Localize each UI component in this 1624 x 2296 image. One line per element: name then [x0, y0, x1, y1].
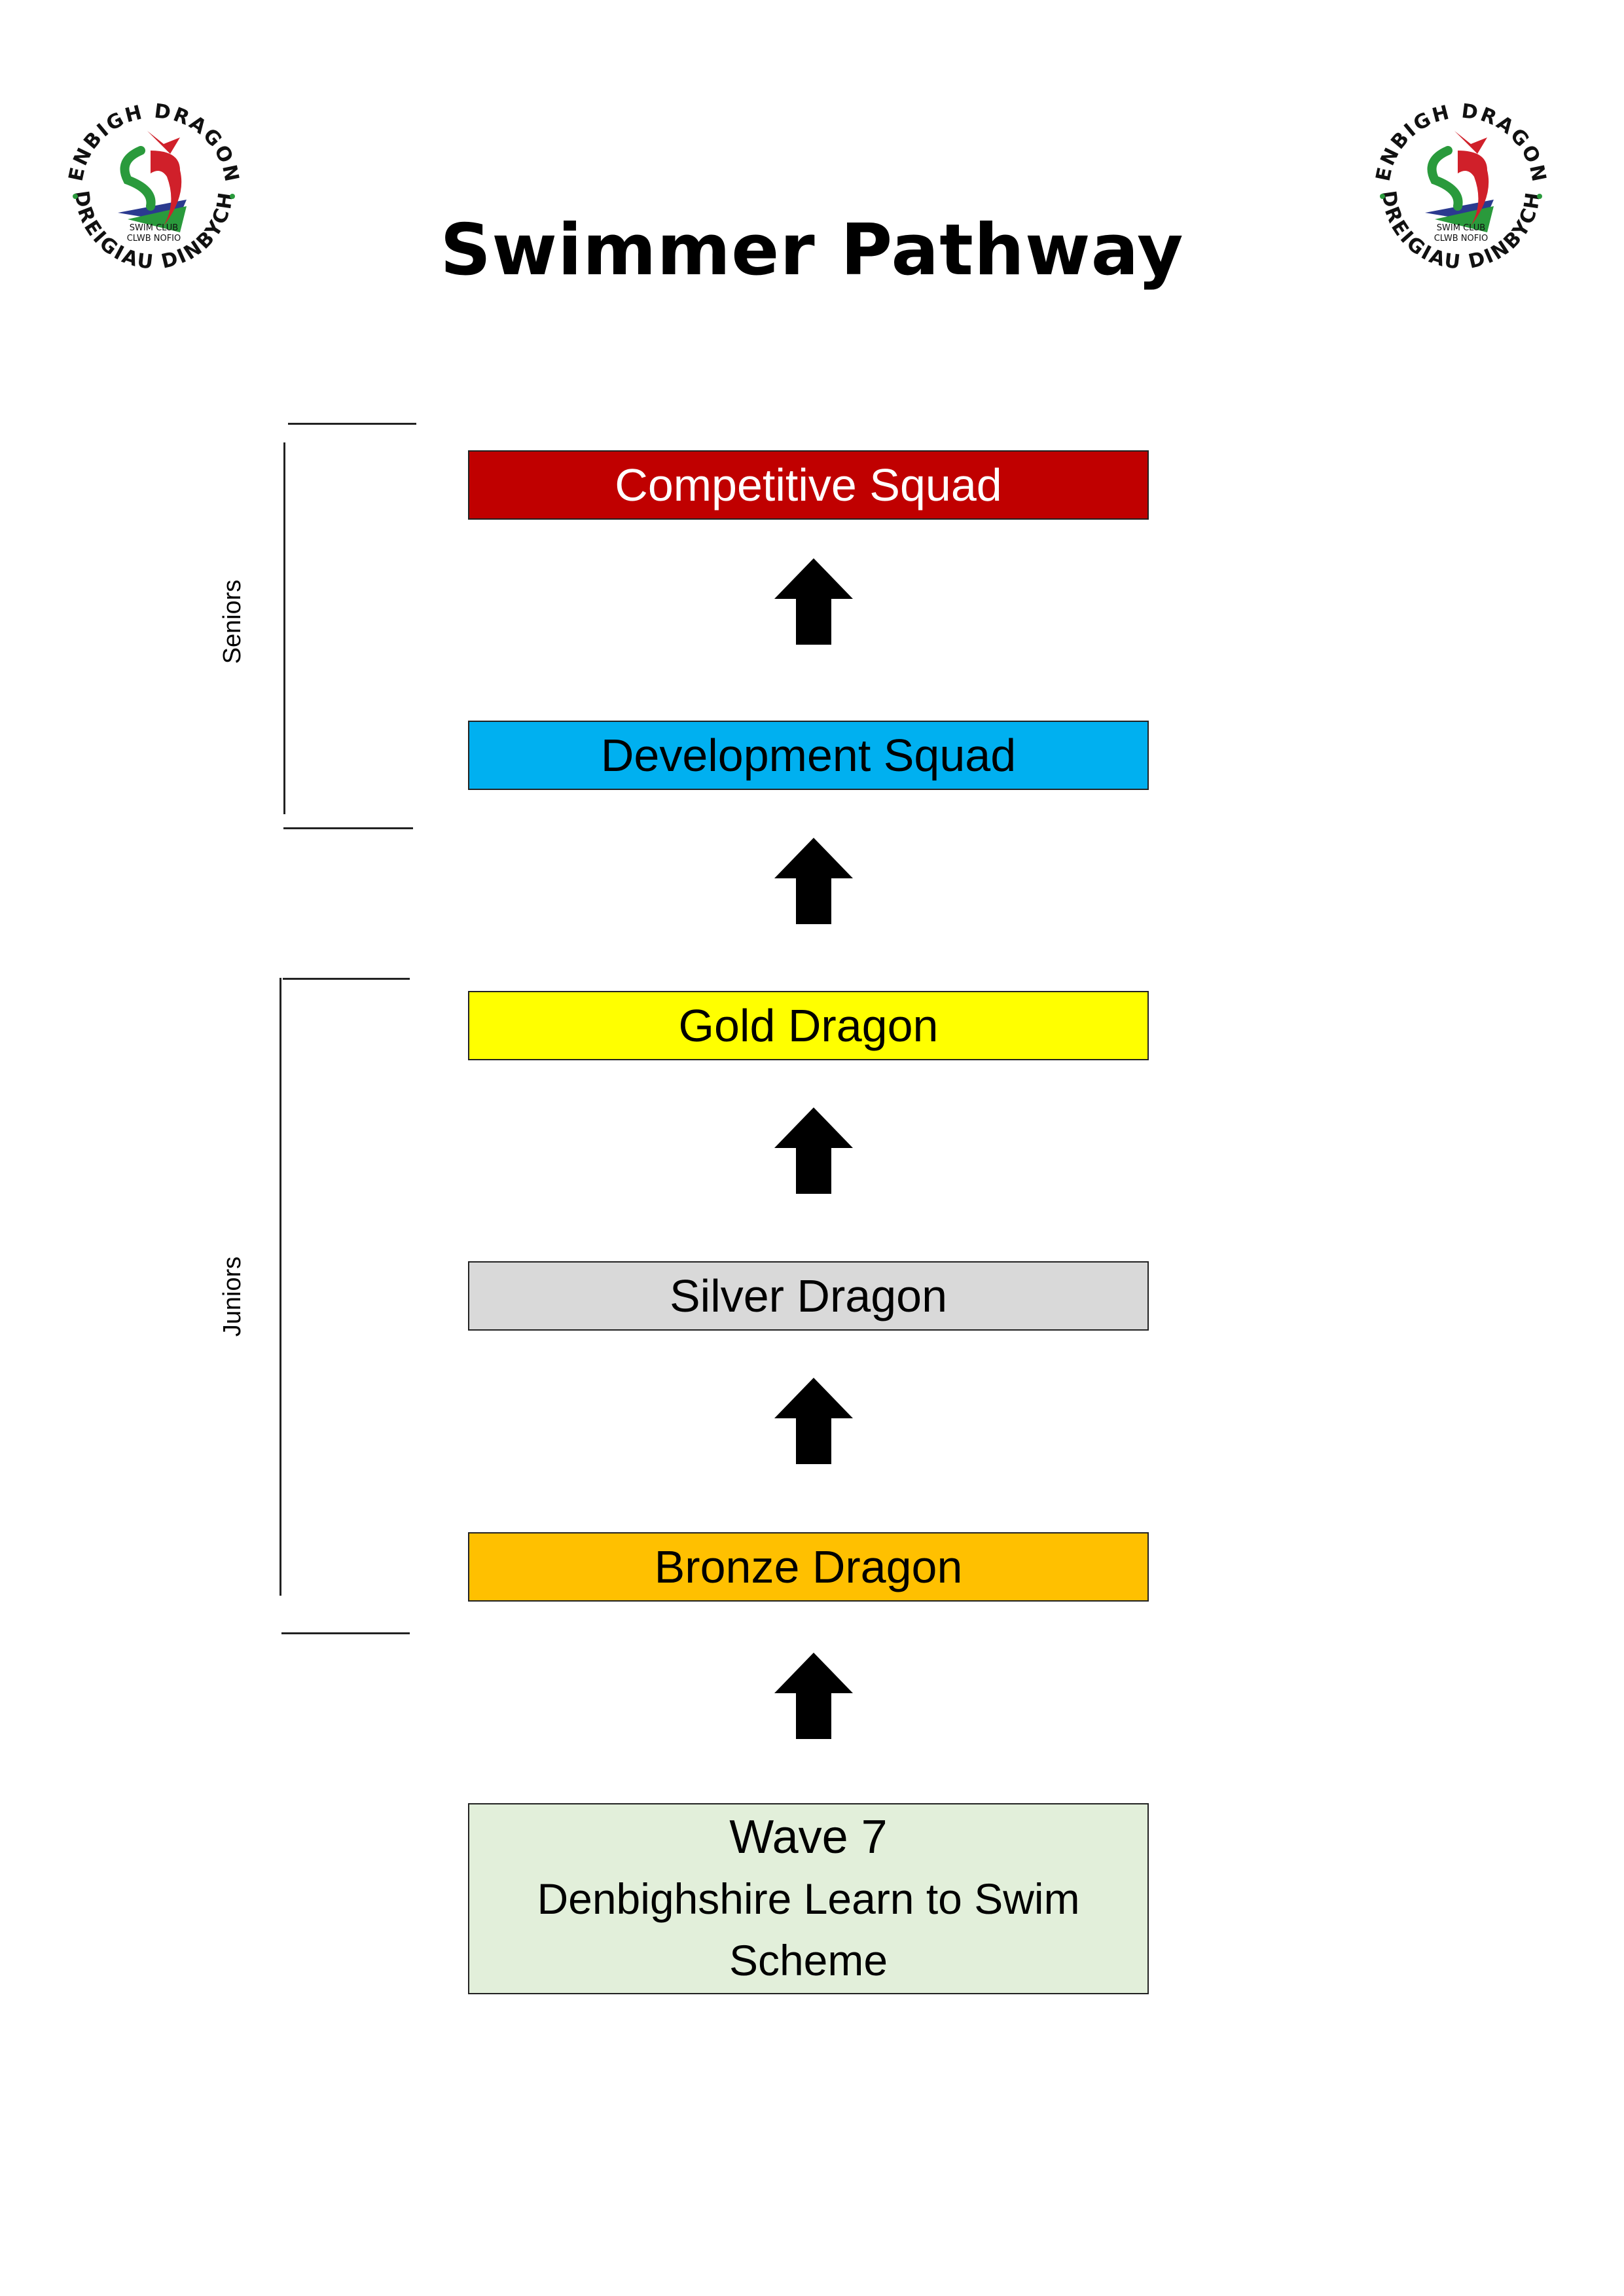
- up-arrow-icon: [774, 1378, 853, 1464]
- up-arrow-icon: [774, 838, 853, 924]
- stage-label: Bronze Dragon: [654, 1541, 963, 1592]
- stage-label: Gold Dragon: [678, 1000, 939, 1051]
- denbigh-dragons-logo-right: DENBIGH DRAGONS DREIGIAU DINBYCH SWIM CL…: [1363, 92, 1551, 274]
- stage-wave-7: Wave 7 Denbighshire Learn to Swim Scheme: [468, 1803, 1149, 1994]
- seniors-bracket-top: [288, 423, 416, 425]
- stage-sublabel: Denbighshire Learn to Swim: [537, 1874, 1080, 1923]
- stage-label: Development Squad: [600, 730, 1017, 781]
- logo-swim-club: SWIM CLUB: [130, 223, 178, 233]
- stage-sublabel: Scheme: [729, 1936, 888, 1984]
- stage-development-squad: Development Squad: [468, 721, 1149, 790]
- juniors-bracket-bottom: [281, 1632, 410, 1634]
- stage-bronze-dragon: Bronze Dragon: [468, 1532, 1149, 1602]
- up-arrow-icon: [774, 1107, 853, 1194]
- page-title: Swimmer Pathway: [440, 209, 1184, 291]
- group-label-juniors: Juniors: [219, 1256, 246, 1337]
- group-label-seniors: Seniors: [219, 579, 246, 664]
- up-arrow-icon: [774, 558, 853, 645]
- logo-swim-club: SWIM CLUB: [1437, 223, 1485, 233]
- stage-gold-dragon: Gold Dragon: [468, 991, 1149, 1060]
- logo-clwb-nofio: CLWB NOFIO: [127, 234, 181, 243]
- stage-competitive-squad: Competitive Squad: [468, 450, 1149, 520]
- juniors-bracket-top: [283, 978, 410, 980]
- up-arrow-icon: [774, 1653, 853, 1739]
- svg-text:DENBIGH DRAGONS: DENBIGH DRAGONS: [1363, 92, 1551, 185]
- stage-label: Wave 7: [729, 1811, 888, 1863]
- stage-label: Competitive Squad: [615, 459, 1002, 511]
- seniors-bracket-vertical: [283, 442, 285, 814]
- stage-label: Silver Dragon: [669, 1270, 948, 1321]
- denbigh-dragons-logo-left: DENBIGH DRAGONS DREIGIAU DINBYCH SWIM CL…: [56, 92, 244, 274]
- seniors-bracket-bottom: [283, 827, 413, 829]
- juniors-bracket-vertical: [280, 978, 281, 1596]
- logo-text-top: DENBIGH DRAGONS: [1363, 92, 1549, 185]
- stage-silver-dragon: Silver Dragon: [468, 1261, 1149, 1331]
- logo-clwb-nofio: CLWB NOFIO: [1434, 234, 1489, 243]
- logo-text-top: DENBIGH DRAGONS: [56, 92, 242, 185]
- svg-text:DENBIGH DRAGONS: DENBIGH DRAGONS: [56, 92, 244, 185]
